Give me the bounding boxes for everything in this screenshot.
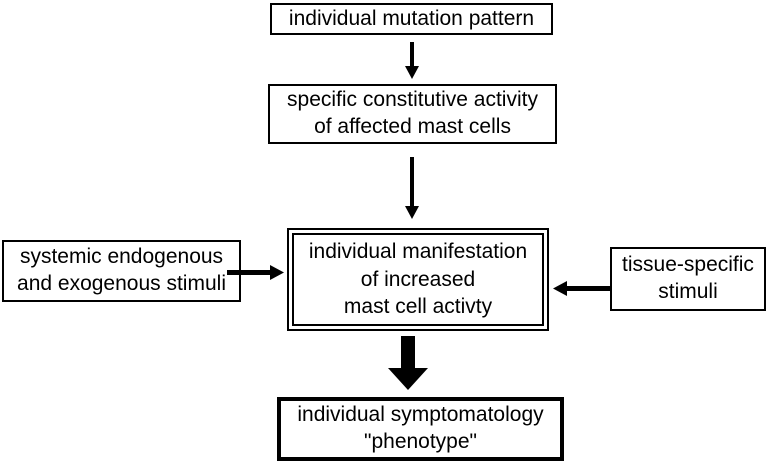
box-individual-symptomatology: individual symptomatology "phenotype" [277, 397, 564, 461]
box-label: individual mutation pattern [288, 6, 535, 30]
box-label-line: stimuli [658, 280, 718, 303]
arrow-mutation-to-constitutive-icon [405, 42, 419, 79]
arrow-constitutive-to-manifestation-icon [405, 157, 419, 219]
arrow-manifestation-to-phenotype-icon [388, 336, 428, 390]
box-label-line: of affected mast cells [314, 115, 511, 138]
box-label-line: tissue-specific [622, 253, 754, 277]
box-tissue-specific-stimuli: tissue-specific stimuli [610, 247, 766, 311]
box-specific-constitutive-activity: specific constitutive activity of affect… [268, 84, 557, 144]
box-label-line: of increased [360, 267, 476, 291]
box-label-line: specific constitutive activity [287, 88, 538, 112]
arrow-systemic-to-manifestation-icon [227, 265, 284, 280]
arrow-tissue-to-manifestation-icon [553, 281, 611, 296]
box-label-line: mast cell activty [343, 295, 493, 319]
box-individual-manifestation-inner: individual manifestation of increased ma… [292, 233, 544, 326]
box-label-line: and exogenous stimuli [17, 272, 226, 295]
box-label-line: individual manifestation [308, 239, 528, 263]
box-label-line: systemic endogenous [19, 245, 224, 269]
box-label-line: individual symptomatology [297, 403, 544, 427]
box-label-line: "phenotype" [364, 430, 477, 453]
box-individual-mutation-pattern: individual mutation pattern [270, 3, 553, 35]
box-systemic-stimuli: systemic endogenous and exogenous stimul… [2, 240, 241, 302]
box-individual-manifestation: individual manifestation of increased ma… [287, 228, 549, 331]
